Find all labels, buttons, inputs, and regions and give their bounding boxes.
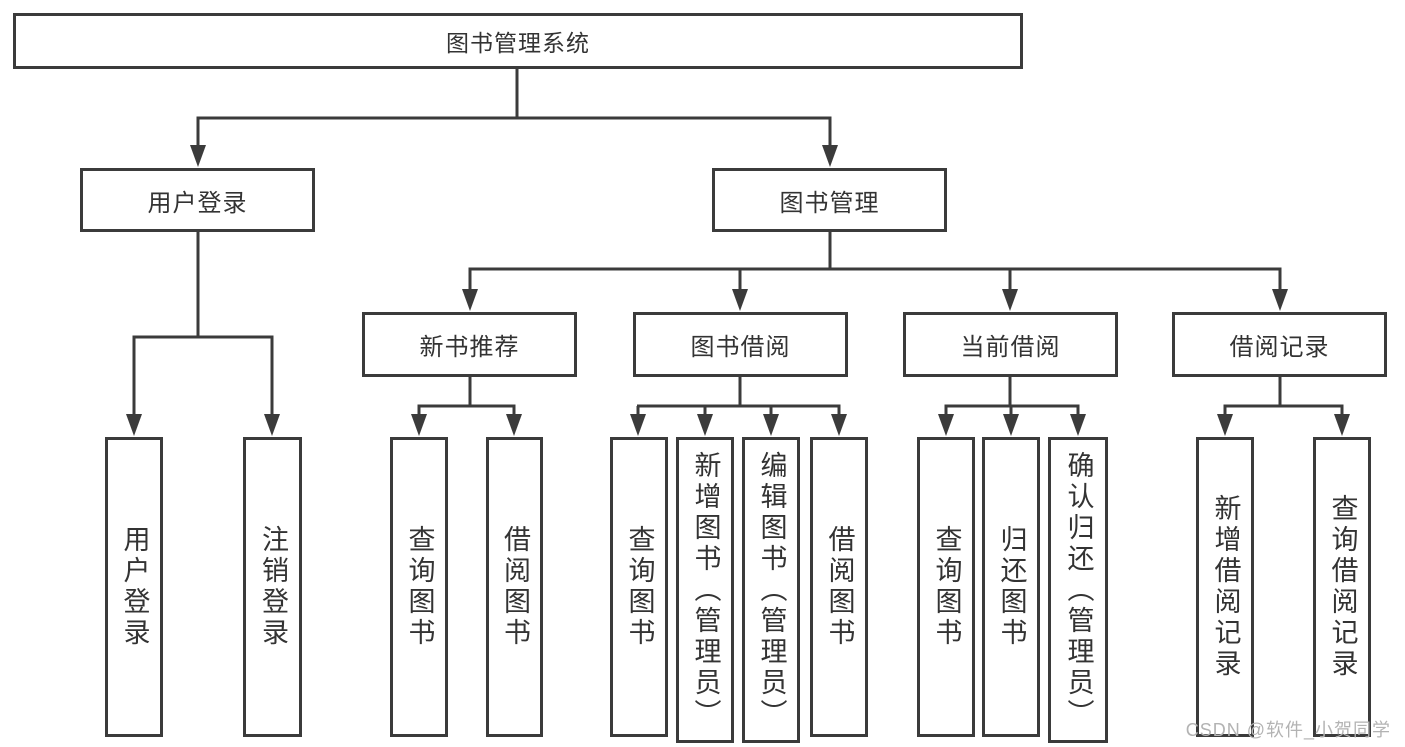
leaf-return-book: 归还图书 — [982, 437, 1040, 737]
branch-current-borrowing: 当前借阅 — [903, 312, 1118, 377]
arrowheads — [126, 145, 1350, 436]
leaf-borrow-books-borrowing: 借阅图书 — [810, 437, 868, 737]
root-box-library-management-system: 图书管理系统 — [13, 13, 1023, 69]
branch-book-borrowing: 图书借阅 — [633, 312, 848, 377]
leaf-query-borrow-record: 查询借阅记录 — [1313, 437, 1371, 737]
branch-book-management: 图书管理 — [712, 168, 947, 232]
leaf-confirm-return-admin: 确认归还（管理员） — [1048, 437, 1108, 743]
leaf-query-books-borrowing: 查询图书 — [610, 437, 668, 737]
leaf-logout-login: 注销登录 — [243, 437, 302, 737]
branch-user-login: 用户登录 — [80, 168, 315, 232]
branch-new-book-recommend: 新书推荐 — [362, 312, 577, 377]
leaf-edit-book-admin: 编辑图书（管理员） — [742, 437, 800, 743]
leaf-query-books-current: 查询图书 — [917, 437, 975, 737]
leaf-borrow-books-recommend: 借阅图书 — [486, 437, 543, 737]
leaf-query-books-recommend: 查询图书 — [390, 437, 448, 737]
leaf-add-book-admin: 新增图书（管理员） — [676, 437, 734, 743]
leaf-user-login: 用户登录 — [105, 437, 163, 737]
watermark: CSDN @软件_小贺同学 — [1185, 720, 1391, 740]
leaf-add-borrow-record: 新增借阅记录 — [1196, 437, 1254, 737]
branch-borrow-records: 借阅记录 — [1172, 312, 1387, 377]
